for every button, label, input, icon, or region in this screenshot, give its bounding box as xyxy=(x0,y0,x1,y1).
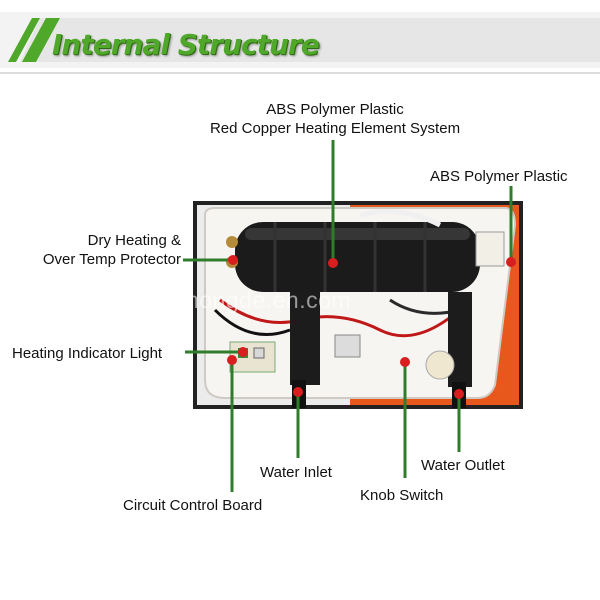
marker-indicator-light xyxy=(238,347,248,357)
marker-water-inlet xyxy=(293,387,303,397)
marker-dots xyxy=(227,255,516,399)
watermark: zschongde.en.com xyxy=(150,287,352,313)
label-circuit-board: Circuit Control Board xyxy=(123,497,263,514)
marker-knob-switch xyxy=(400,357,410,367)
label-top: ABS Polymer Plastic Red Copper Heating E… xyxy=(185,100,485,138)
marker-water-outlet xyxy=(454,389,464,399)
label-dry-heating-line1: Dry Heating & xyxy=(87,232,181,249)
marker-dry-heating xyxy=(228,255,238,265)
label-water-outlet: Water Outlet xyxy=(421,457,505,474)
label-knob-switch: Knob Switch xyxy=(360,487,444,504)
label-abs-right: ABS Polymer Plastic xyxy=(430,168,568,185)
label-top-line1: ABS Polymer Plastic xyxy=(266,101,404,118)
title-banner xyxy=(0,12,600,74)
marker-abs-right xyxy=(506,257,516,267)
leader-lines xyxy=(183,140,513,492)
label-heating-indicator: Heating Indicator Light xyxy=(12,345,163,362)
page-title: Internal Structure xyxy=(52,28,320,61)
label-dry-heating: Dry Heating & Over Temp Protector xyxy=(5,231,181,269)
label-dry-heating-line2: Over Temp Protector xyxy=(42,251,181,268)
marker-heating-element xyxy=(328,258,338,268)
label-water-inlet: Water Inlet xyxy=(260,464,332,481)
marker-circuit-board xyxy=(227,355,237,365)
heater-photo xyxy=(193,201,523,409)
label-top-line2: Red Copper Heating Element System xyxy=(209,120,461,137)
